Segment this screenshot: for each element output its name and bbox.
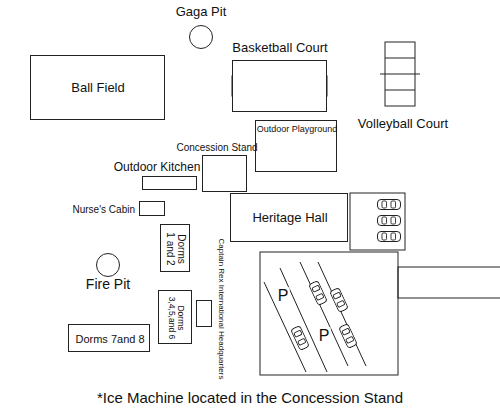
circle-outline [96,253,120,277]
place-label: Dorms 3,4,5,and 6 [167,293,186,343]
dorm-building: Dorms 1 and 2 [160,224,190,272]
place-label: Heritage Hall [252,211,327,225]
place-label: Outdoor Playground [257,125,338,135]
place-label: Concession Stand [176,142,257,153]
place-label: Dorms 1 and 2 [165,231,187,267]
place-label: Fire Pit [86,277,130,292]
place-label: Basketball Court [232,41,327,55]
parking-sign: P [277,287,290,305]
place-label: Gaga Pit [176,5,227,19]
heritage-hall: Heritage Hall [230,193,348,242]
headquarters: Captain Rex International Headquarters [196,300,212,327]
outdoor-kitchen: Outdoor Kitchen [142,176,197,190]
playground: Outdoor Playground [255,120,337,172]
parking-lot [350,193,405,250]
place-label: Outdoor Kitchen [114,161,201,174]
dorm-building: Dorms 3,4,5,and 6 [158,290,192,344]
fire-pit: Fire Pit [96,253,120,277]
caption: *Ice Machine located in the Concession S… [97,390,403,407]
nurse-cabin: Nurse's Cabin [139,201,165,216]
dorm-building: Dorms 7and 8 [68,324,150,352]
circle-outline [189,25,213,49]
place-label: Nurse's Cabin [73,204,136,215]
place-label: Captain Rex International Headquarters [217,239,226,380]
parking-sign: P [318,327,331,345]
gaga-pit: Gaga Pit [189,25,213,49]
court-markings [232,60,327,112]
ball-field: Ball Field [30,55,165,120]
volleyball-court: Volleyball Court [380,38,420,110]
basketball-court: Basketball Court [232,60,327,112]
place-label: Ball Field [71,81,124,95]
volleyball-markings [380,42,420,106]
concession-stand: Concession Stand [202,155,247,192]
place-label: Dorms 7and 8 [75,333,144,345]
parking-lines [264,262,366,372]
place-label: Volleyball Court [358,117,448,131]
parking-lot [260,252,398,375]
parking-extension [398,267,500,298]
